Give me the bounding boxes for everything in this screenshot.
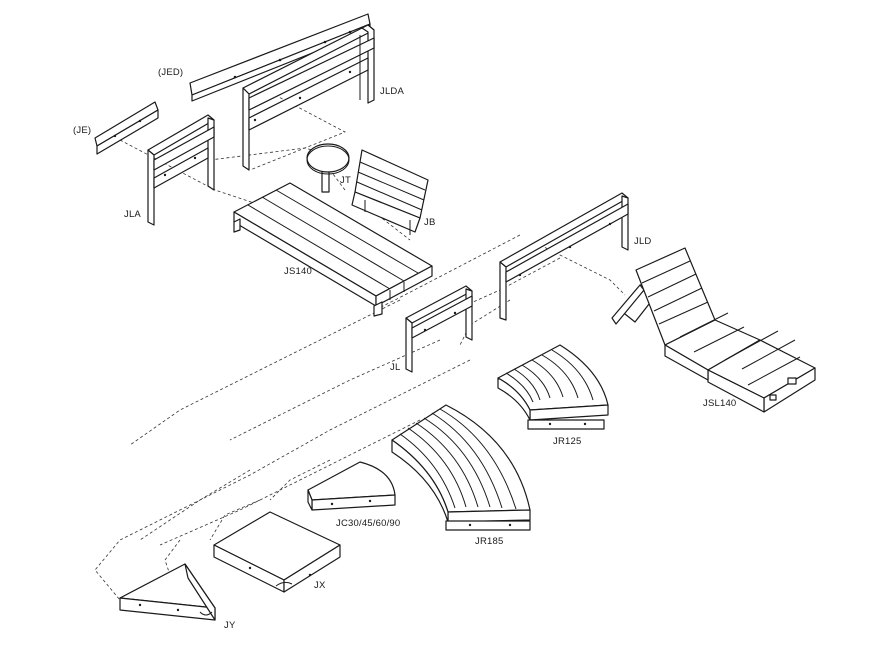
jc-corner-segment	[307, 461, 396, 511]
label-jc: JC30/45/60/90	[336, 518, 401, 529]
jr125-curved-bench	[497, 344, 609, 430]
label-jla: JLA	[124, 209, 141, 220]
label-jx: JX	[314, 580, 326, 591]
jx-square-corner	[213, 511, 341, 593]
label-js140: JS140	[284, 266, 312, 277]
jb-backrest	[351, 149, 429, 235]
label-jl: JL	[390, 362, 401, 373]
label-jr185: JR185	[475, 536, 504, 547]
jed-back-rail	[189, 13, 371, 102]
label-jlda: JLDA	[380, 86, 405, 97]
label-jy: JY	[224, 620, 236, 631]
label-jb: JB	[424, 217, 436, 228]
jlda-side-frame	[242, 24, 375, 171]
jl-frame	[405, 285, 473, 373]
label-jr125: JR125	[553, 436, 582, 447]
label-jed: (JED)	[158, 67, 184, 78]
jla-side-frame	[147, 114, 215, 226]
label-je: (JE)	[73, 125, 92, 136]
jsl140-lounger	[611, 247, 816, 413]
je-rail	[94, 101, 159, 155]
label-jt: JT	[340, 175, 351, 186]
jr185-curved-bench	[391, 404, 531, 531]
js140-bench-seat	[233, 182, 433, 317]
jld-long-frame	[499, 192, 629, 321]
jy-triangle-corner	[119, 563, 216, 621]
label-jsl140: JSL140	[703, 398, 737, 409]
label-jld: JLD	[634, 236, 652, 247]
jt-side-table	[306, 143, 350, 193]
